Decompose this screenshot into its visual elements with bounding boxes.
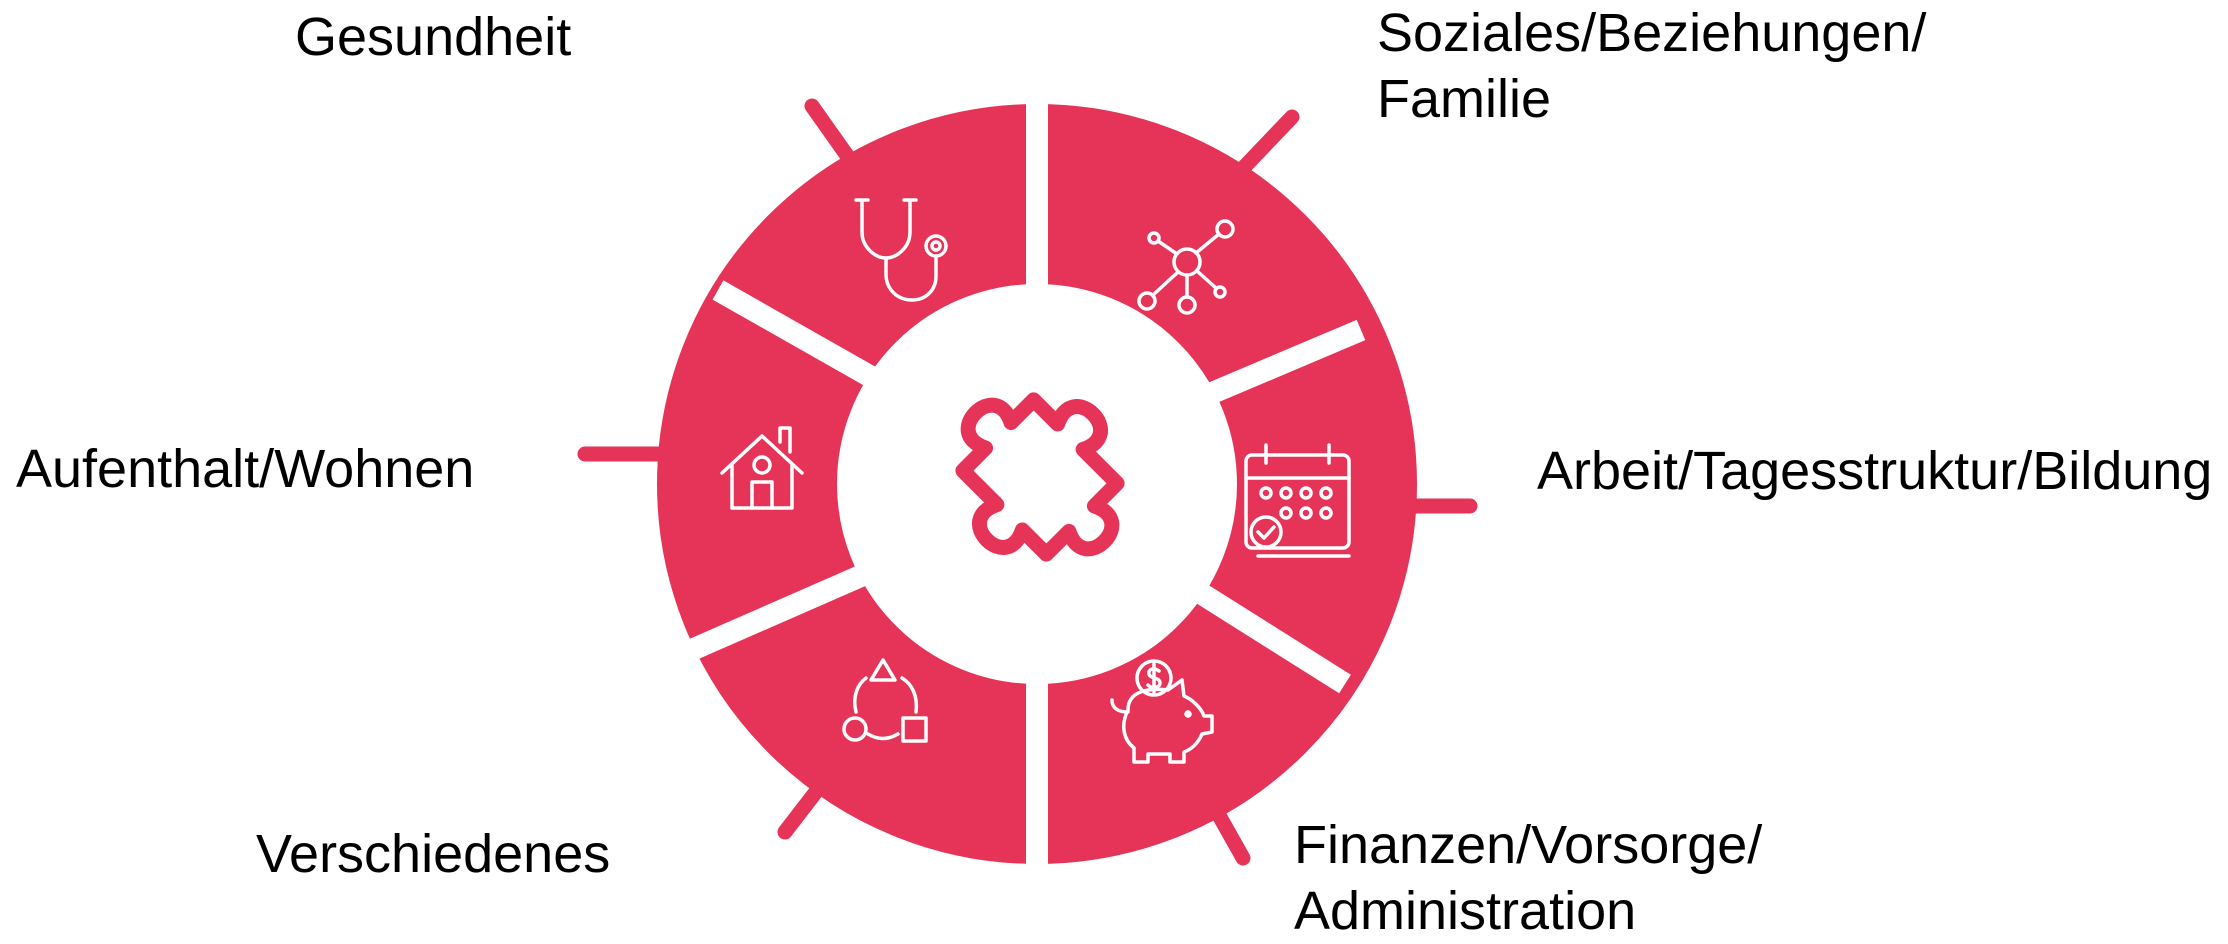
separator-upper-left — [712, 280, 886, 392]
label-arbeit-line-1: Arbeit/Tagesstruktur/Bildung — [1537, 441, 2213, 501]
label-gesundheit: Gesundheit — [295, 4, 571, 70]
puzzle-icon — [955, 392, 1125, 562]
separator-lower-right — [1166, 565, 1351, 694]
network-icon — [1137, 219, 1235, 315]
label-gesundheit-line-1: Gesundheit — [295, 7, 572, 67]
label-arbeit: Arbeit/Tagesstruktur/Bildung — [1537, 438, 2212, 504]
label-verschiedenes-line-1: Verschiedenes — [256, 824, 611, 884]
label-finanzen-line-1: Finanzen/Vorsorge/ — [1294, 815, 1763, 875]
calendar-icon — [1244, 443, 1351, 558]
label-finanzen: Finanzen/Vorsorge/ Administration — [1294, 812, 1762, 944]
label-soziales-line-1: Soziales/Beziehungen/ — [1377, 3, 1927, 63]
separator-lower-left — [682, 550, 900, 663]
label-finanzen-line-2: Administration — [1294, 881, 1637, 941]
stethoscope-icon — [854, 198, 948, 302]
house-icon — [720, 426, 804, 510]
shapes-icon — [842, 658, 928, 743]
piggy-bank-icon — [1110, 659, 1214, 764]
separator-upper-right — [1174, 319, 1366, 418]
label-verschiedenes: Verschiedenes — [256, 821, 610, 887]
label-soziales-line-2: Familie — [1377, 69, 1552, 129]
label-aufenthalt: Aufenthalt/Wohnen — [16, 436, 474, 502]
label-aufenthalt-line-1: Aufenthalt/Wohnen — [16, 439, 475, 499]
label-soziales: Soziales/Beziehungen/ Familie — [1377, 0, 1926, 132]
